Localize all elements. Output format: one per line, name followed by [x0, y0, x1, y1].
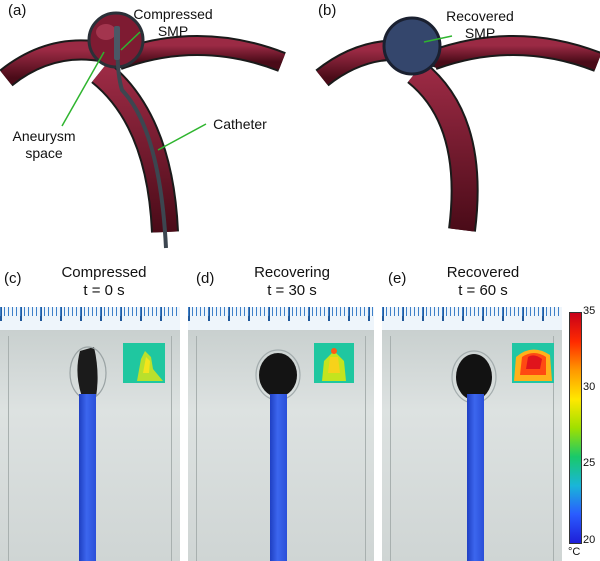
- recovered-smp-label-line2: SMP: [464, 25, 496, 41]
- thermal-inset: [314, 343, 354, 383]
- panel-label-b: (b): [318, 2, 337, 19]
- colorbar-tick-25: 25: [583, 457, 596, 469]
- caption-e: Recovered t = 60 s: [413, 264, 553, 300]
- compressed-smp: [114, 26, 120, 60]
- vessel-trunk: [90, 61, 179, 233]
- temperature-colorbar: [569, 312, 582, 544]
- caption-c-time: t = 0 s: [83, 282, 125, 299]
- colorbar-tick-35: 35: [583, 305, 596, 317]
- leader-catheter: [157, 123, 207, 151]
- recovered-smp-label: Recovered SMP: [440, 8, 520, 42]
- colorbar-unit: °C: [568, 546, 581, 558]
- caption-d-time: t = 30 s: [267, 282, 317, 299]
- vessel-b-right-branch: [429, 35, 600, 72]
- compressed-smp-label-line2: SMP: [157, 23, 189, 39]
- aneurysm-space-label: Aneurysm space: [6, 128, 82, 162]
- caption-c: Compressed t = 0 s: [34, 264, 174, 300]
- aneurysm-space-label-line1: Aneurysm: [12, 128, 76, 144]
- catheter-tube: [79, 394, 96, 561]
- panel-label-a: (a): [8, 2, 27, 19]
- leader-aneurysm-space: [61, 51, 105, 127]
- panel-label-d: (d): [196, 270, 215, 287]
- vessel-b-trunk: [406, 61, 479, 232]
- recovered-smp: [382, 16, 442, 76]
- aneurysm-highlight: [96, 24, 116, 40]
- ruler: [382, 307, 562, 330]
- ruler: [0, 307, 180, 330]
- vessel-schematic: [0, 11, 600, 249]
- leader-recovered-smp: [423, 35, 453, 43]
- thermal-inset: [123, 343, 165, 383]
- compressed-smp-label-line1: Compressed: [133, 6, 213, 22]
- ruler: [188, 307, 374, 330]
- caption-e-state: Recovered: [446, 264, 520, 281]
- catheter-tube: [270, 394, 287, 561]
- compressed-smp-label: Compressed SMP: [132, 6, 214, 40]
- aneurysm-space-label-line2: space: [25, 145, 63, 161]
- caption-d: Recovering t = 30 s: [222, 264, 362, 300]
- recovered-smp-label-line1: Recovered: [446, 8, 514, 24]
- photo-recovered: [382, 307, 562, 561]
- photo-compressed: [0, 307, 180, 561]
- caption-d-state: Recovering: [254, 264, 330, 281]
- leader-compressed-smp: [120, 31, 141, 51]
- caption-e-time: t = 60 s: [458, 282, 508, 299]
- colorbar-tick-20: 20: [583, 534, 596, 546]
- colorbar-tick-30: 30: [583, 381, 596, 393]
- thermal-inset: [512, 343, 554, 383]
- catheter-label: Catheter: [213, 116, 267, 132]
- catheter-tube: [467, 394, 484, 561]
- catheter-line: [115, 31, 168, 249]
- photo-recovering: [188, 307, 374, 561]
- caption-c-state: Compressed: [61, 264, 147, 281]
- panel-label-c: (c): [4, 270, 22, 287]
- panel-label-e: (e): [388, 270, 407, 287]
